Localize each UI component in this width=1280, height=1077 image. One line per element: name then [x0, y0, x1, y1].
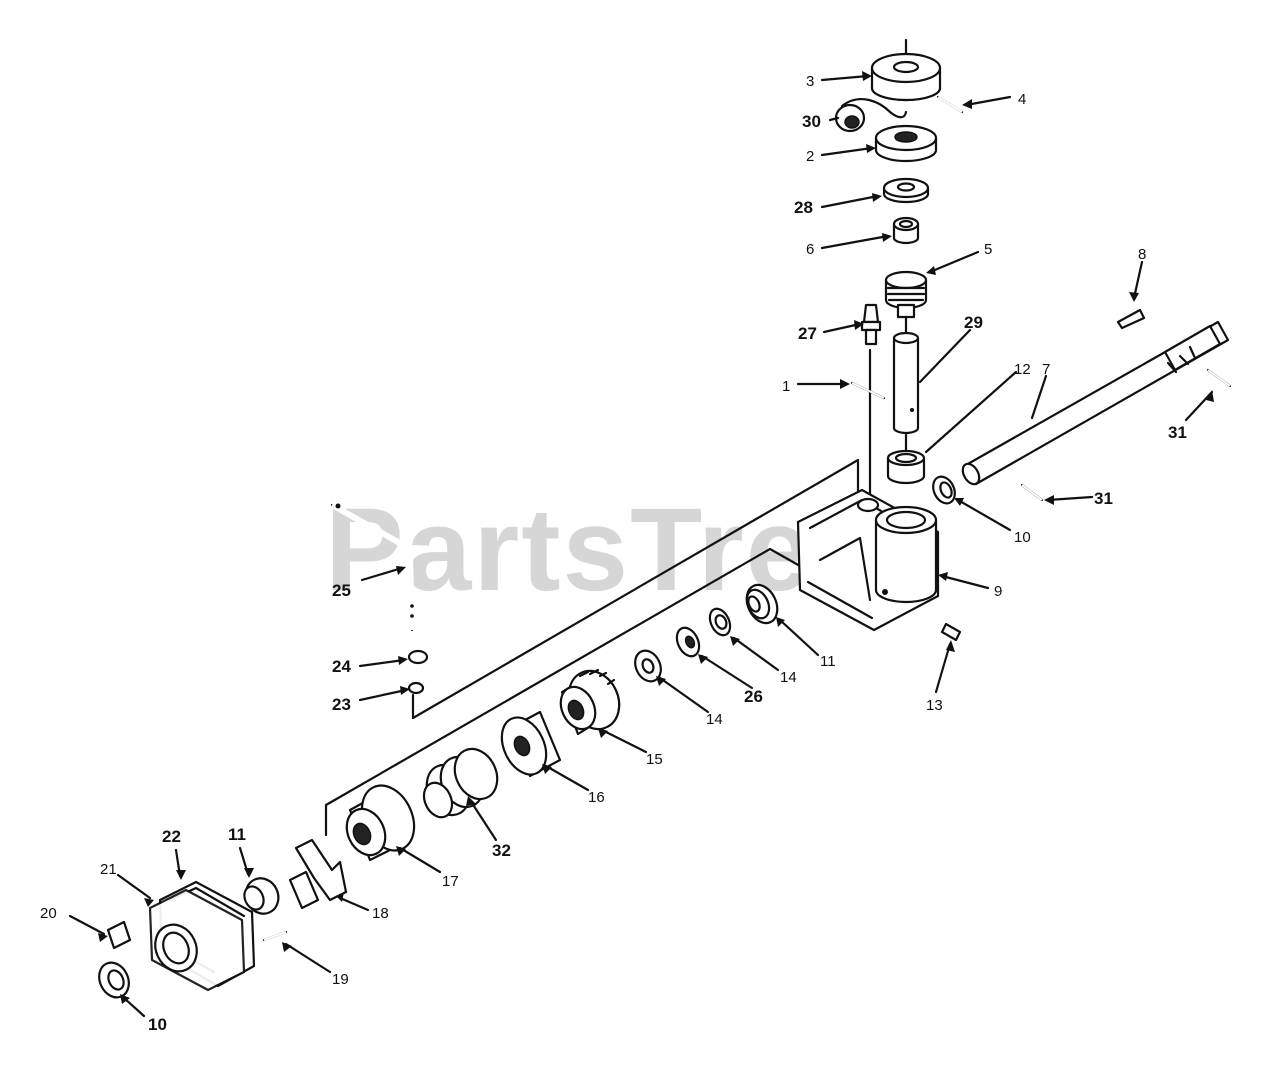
part-14-washer-left: [634, 649, 662, 683]
callout-7: 7: [1042, 361, 1050, 378]
callout-1: 1: [782, 378, 790, 395]
part-29-shaft: [892, 331, 920, 435]
part-8-key: [1116, 308, 1146, 330]
part-7-axle-shaft: [961, 320, 1230, 486]
part-13-set-screw: [940, 622, 962, 642]
callout-29: 29: [964, 313, 983, 332]
part-15-gear: [559, 668, 621, 736]
part-2-bearing: [874, 124, 938, 163]
part-19-pin: [262, 930, 288, 942]
callout-15: 15: [646, 751, 663, 768]
part-14-washer-right: [708, 607, 732, 637]
callout-11-right: 11: [820, 653, 836, 670]
assembly-axis-lines: [324, 38, 908, 837]
part-11-bushing-left: [243, 877, 280, 915]
part-1-pin: [850, 381, 886, 400]
callout-labels: 3 4 30 2 28 6 5 8 27 29 1 12 7 31 31 10 …: [40, 73, 1187, 1034]
callout-31-upper: 31: [1168, 423, 1187, 442]
part-16-cone: [500, 710, 562, 778]
part-23-ring: [407, 681, 425, 695]
part-10-seal-upper: [932, 475, 956, 505]
part-28-washer: [882, 177, 930, 204]
part-6-bushing: [892, 216, 920, 245]
callout-31-lower: 31: [1094, 489, 1113, 508]
callout-13: 13: [926, 697, 943, 714]
part-20-plug: [106, 920, 132, 950]
callout-20: 20: [40, 905, 57, 922]
callout-8: 8: [1138, 246, 1146, 263]
callout-2: 2: [806, 148, 814, 165]
callout-5: 5: [984, 241, 992, 258]
part-25-shift-rod: [330, 502, 415, 632]
callout-11-left: 11: [228, 825, 246, 844]
callout-32: 32: [492, 841, 511, 860]
callout-24: 24: [332, 657, 351, 676]
part-3-pulley: [870, 52, 942, 102]
callout-18: 18: [372, 905, 389, 922]
arrowheads: [98, 71, 1214, 1004]
callout-9: 9: [994, 583, 1002, 600]
part-18-shift-fork: [288, 838, 348, 910]
callout-26: 26: [744, 687, 763, 706]
part-22-cover: [148, 880, 256, 992]
callout-17: 17: [442, 873, 459, 890]
part-31-pin-upper: [1206, 368, 1232, 388]
part-4-pin: [936, 95, 964, 114]
callout-3: 3: [806, 73, 814, 90]
callout-27: 27: [798, 324, 817, 343]
callout-14-right: 14: [780, 669, 797, 686]
part-30-spring: [834, 98, 908, 133]
part-24-clip: [407, 649, 429, 665]
part-32-spring: [422, 747, 499, 819]
callout-14-left: 14: [706, 711, 723, 728]
part-9-housing: [796, 488, 940, 632]
callout-16: 16: [588, 789, 605, 806]
callout-10-upper: 10: [1014, 529, 1031, 546]
callout-22: 22: [162, 827, 181, 846]
callout-28: 28: [794, 198, 813, 217]
callout-10-lower: 10: [148, 1015, 167, 1034]
part-5-gear: [884, 270, 928, 319]
callout-12: 12: [1014, 361, 1031, 378]
part-31-pin-lower: [1020, 483, 1044, 502]
callout-19: 19: [332, 971, 349, 988]
part-10-seal-lower: [98, 961, 130, 999]
part-17-clutch: [345, 784, 416, 862]
callout-21: 21: [100, 861, 117, 878]
callout-4: 4: [1018, 91, 1026, 108]
callout-6: 6: [806, 241, 814, 258]
part-11-bushing-right: [745, 583, 779, 625]
part-12-bearing: [886, 449, 926, 485]
callout-25: 25: [332, 581, 351, 600]
callout-30: 30: [802, 112, 821, 131]
callout-23: 23: [332, 695, 351, 714]
watermark: PartsTree: [325, 484, 881, 616]
part-26-lock-washer: [675, 626, 701, 658]
part-27-grease-fitting: [860, 303, 882, 346]
